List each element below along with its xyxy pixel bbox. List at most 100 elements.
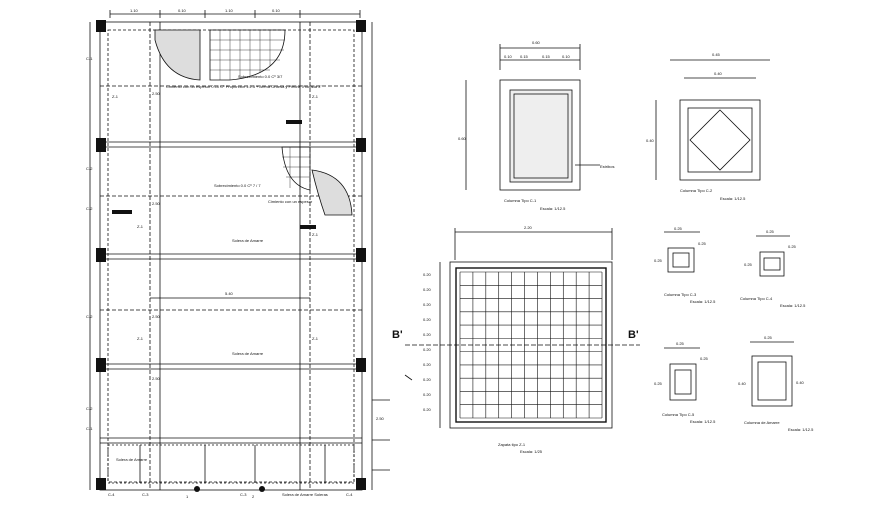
note-top-left: Cimiento con un espesor 0.10 Cº Proporci… <box>166 84 322 89</box>
dim-label: 0.25 <box>788 244 797 249</box>
note-bottom: Solera de Amarre Soleras <box>282 492 328 497</box>
small-column-outline <box>759 251 785 277</box>
column-block <box>356 478 366 490</box>
detail-title: Columna Tipo C-1 <box>504 198 537 203</box>
dim-label: 0.20 <box>423 377 432 382</box>
axis-label: C-2 <box>86 314 93 319</box>
dim-label: 0.20 <box>423 272 432 277</box>
detail-title: Columna Tipo C-3 <box>664 292 697 297</box>
dim-label: 0.60 <box>532 40 541 45</box>
bottom-bubble-label: 1 <box>186 494 189 499</box>
detail-title: Columna de Amarre <box>744 420 780 425</box>
small-column-stirrup <box>672 252 690 268</box>
bottom-bubble-dot <box>259 486 265 492</box>
dim-label: 0.40 <box>738 381 747 386</box>
small-beam-mark <box>300 225 316 229</box>
dim-label: 0.25 <box>744 262 753 267</box>
hatch-concrete-top <box>154 29 201 81</box>
bottom-axis-label: C-4 <box>108 492 115 497</box>
column-block <box>96 358 106 372</box>
detail-scale: Escala: 1/12.5 <box>720 196 746 201</box>
small-beam-mark <box>286 120 302 124</box>
dim-label: 0.10 <box>562 54 571 59</box>
hatch-grid-mid <box>281 146 311 191</box>
column-block <box>356 20 366 32</box>
dim-label: 0.20 <box>423 347 432 352</box>
small-column-stirrup <box>763 257 781 271</box>
beam-label: Z-1 <box>137 336 144 341</box>
dim-label: 0.15 <box>542 54 551 59</box>
note-mid-left: Sobrecimiento 0.0 Cº 7 / 7 <box>214 183 261 188</box>
detail-scale: Escala: 1/12.5 <box>788 427 814 432</box>
axis-label: C-2 <box>86 206 93 211</box>
column-core <box>509 89 573 183</box>
dim-label: 0.25 <box>698 241 707 246</box>
dim-label: 0.60 <box>458 136 467 141</box>
axis-label: C-1 <box>86 56 93 61</box>
small-column-outline <box>751 355 793 407</box>
axis-label: C-2 <box>86 166 93 171</box>
dim-label: 0.45 <box>712 52 721 57</box>
plan-labels: 1.10 0.10 1.10 0.10 C-1 C-2 C-2 C-2 C-2 … <box>86 8 385 499</box>
footing-labels: 2.20 0.200.200.200.200.200.200.200.200.2… <box>392 225 639 454</box>
note-bottom: Solera de Amarre <box>116 457 148 462</box>
column-diamond-tie <box>689 109 751 171</box>
dim-label: 0.25 <box>766 229 775 234</box>
detail-scale: Escala: 1/12.5 <box>780 303 806 308</box>
dim-label: 2.20 <box>524 225 533 230</box>
bottom-strip <box>107 444 355 484</box>
column-block <box>96 138 106 152</box>
bottom-axis-label: C-3 <box>240 492 247 497</box>
column-diamond-labels: 0.45 0.40 0.40 Columna Tipo C-2 Escala: … <box>646 52 746 201</box>
column-block <box>356 138 366 152</box>
beam-label: Z-1 <box>137 224 144 229</box>
top-dim-label: 0.10 <box>178 8 187 13</box>
footing-detail <box>404 228 640 429</box>
dim-label: 0.40 <box>796 380 805 385</box>
bottom-bubble-dot <box>194 486 200 492</box>
bottom-axis-label: C-4 <box>346 492 353 497</box>
column-block <box>96 20 106 32</box>
dim-label: 0.20 <box>423 362 432 367</box>
beam-label: Z-1 <box>312 336 319 341</box>
small-columns <box>664 231 794 407</box>
hatch-grid-top-lines <box>210 30 285 80</box>
axis-label: C-2 <box>86 406 93 411</box>
dim-label: 0.15 <box>520 54 529 59</box>
note-mid-right: Cimiento con un espesor <box>268 199 313 204</box>
plan-columns <box>96 20 366 492</box>
detail-scale: Escala: 1/12.5 <box>690 419 716 424</box>
top-dim-label: 0.10 <box>272 8 281 13</box>
column-large-labels: 0.60 0.10 0.15 0.15 0.10 0.60 Estribos C… <box>458 40 614 211</box>
dim-label: 0.20 <box>423 317 432 322</box>
column-outline <box>679 99 761 181</box>
foundation-plan <box>89 10 390 491</box>
note-viga: Solera de Amarre <box>232 238 264 243</box>
dim-label: 0.25 <box>674 226 683 231</box>
dim-label: 0.25 <box>654 381 663 386</box>
dim-label: 0.40 <box>646 138 655 143</box>
span-dim: 2.50 <box>152 201 161 206</box>
column-large-detail <box>465 44 600 191</box>
column-outline <box>499 79 581 191</box>
span-dim: 2.50 <box>152 91 161 96</box>
span-dim: 2.50 <box>376 416 385 421</box>
beam-label: Z-1 <box>112 94 119 99</box>
column-block <box>96 248 106 262</box>
dim-label: 0.20 <box>423 392 432 397</box>
small-columns-labels: 0.25 0.25 0.25 Columna Tipo C-3 Escala: … <box>654 226 814 432</box>
small-column-stirrup <box>674 369 692 395</box>
detail-scale: Escala: 1/25 <box>520 449 543 454</box>
top-dim-label: 1.10 <box>225 8 234 13</box>
bottom-bubble-label: 2 <box>252 494 255 499</box>
dim-label: 0.10 <box>504 54 513 59</box>
beam-label: Z-1 <box>312 232 319 237</box>
top-dim-label: 1.10 <box>130 8 139 13</box>
column-stirrup <box>687 107 753 173</box>
column-block <box>356 248 366 262</box>
beam-lines <box>100 85 362 444</box>
footing-rebar-grid <box>459 271 603 419</box>
column-diamond-detail <box>655 59 770 181</box>
detail-scale: Escala: 1/12.5 <box>690 299 716 304</box>
